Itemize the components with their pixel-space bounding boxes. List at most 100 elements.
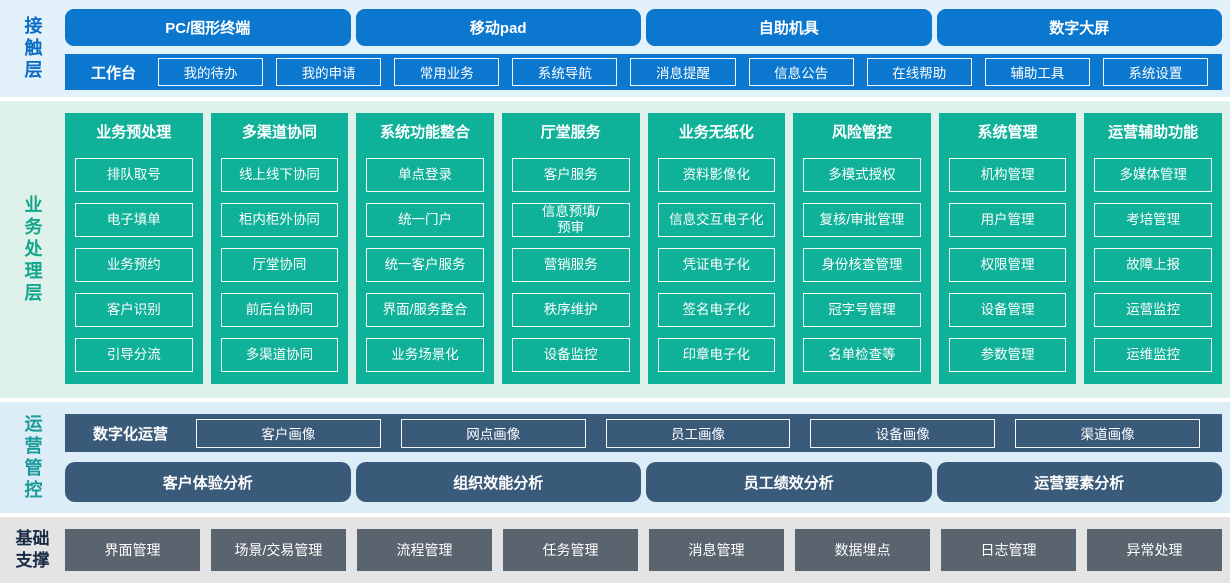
contact-layer-label: 接触层 [22,15,43,82]
business-column-items: 线上线下协同柜内柜外协同厅堂协同前后台协同多渠道协同 [220,158,339,372]
digital-operations-label: 数字化运营 [93,425,169,443]
business-item: 签名电子化 [657,293,776,327]
foundation-item: 消息管理 [649,529,784,571]
terminal-button: 数字大屏 [936,9,1222,46]
business-column-items: 客户服务信息预填/ 预审营销服务秩序维护设备监控 [511,158,630,372]
business-column-title: 业务预处理 [96,124,172,141]
business-item: 用户管理 [948,203,1067,237]
business-column-title: 厅堂服务 [540,124,601,141]
analysis-button: 员工绩效分析 [646,462,932,502]
business-item: 客户服务 [511,158,630,192]
analysis-button: 运营要素分析 [936,462,1222,502]
operations-layer-label: 运营管控 [22,413,43,502]
workbench-item: 常用业务 [394,58,500,86]
business-column-risk-control: 风险管控 多模式授权复核/审批管理身份核查管理冠字号管理名单检查等 [793,113,931,384]
business-item: 业务预约 [75,248,193,282]
workbench-item: 系统导航 [512,58,618,86]
business-layer-label: 业务处理层 [22,194,43,305]
operations-layer-band: 运营管控 数字化运营 客户画像 网点画像 员工画像 设备画像 渠道画像 [0,402,1230,513]
business-item: 故障上报 [1094,248,1212,282]
business-layer-content: 业务预处理 排队取号电子填单业务预约客户识别引导分流 多渠道协同 线上线下协同柜… [65,101,1230,398]
contact-layer-content: PC/图形终端 移动pad 自助机具 数字大屏 工作台 我的待办 我的申请 [65,0,1230,97]
business-column-multi-channel: 多渠道协同 线上线下协同柜内柜外协同厅堂协同前后台协同多渠道协同 [210,113,349,384]
business-column-title: 多渠道协同 [241,124,317,141]
business-item: 引导分流 [75,338,193,372]
business-item: 营销服务 [511,248,630,282]
business-column-title: 风险管控 [831,124,892,141]
business-item: 界面/服务整合 [366,293,484,327]
business-column-pre-processing: 业务预处理 排队取号电子填单业务预约客户识别引导分流 [65,113,203,384]
business-item: 前后台协同 [220,293,339,327]
business-column-items: 资料影像化信息交互电子化凭证电子化签名电子化印章电子化 [657,158,776,372]
foundation-layer-band: 基础支撑 界面管理 场景/交易管理 流程管理 任务管理 消息管理 数据埋点 日志… [0,517,1230,583]
business-item: 排队取号 [75,158,193,192]
business-item: 印章电子化 [657,338,776,372]
business-item: 业务场景化 [366,338,484,372]
business-column-title: 业务无纸化 [678,124,754,141]
foundation-item: 流程管理 [357,529,492,571]
operations-layer-content: 数字化运营 客户画像 网点画像 员工画像 设备画像 渠道画像 [65,402,1230,513]
digital-operations-bar: 数字化运营 客户画像 网点画像 员工画像 设备画像 渠道画像 [65,414,1222,452]
operations-layer-label-column: 运营管控 [0,402,65,513]
foundation-item: 任务管理 [503,529,638,571]
workbench-item: 在线帮助 [866,58,972,86]
business-column-hall-service: 厅堂服务 客户服务信息预填/ 预审营销服务秩序维护设备监控 [501,113,640,384]
business-columns: 业务预处理 排队取号电子填单业务预约客户识别引导分流 多渠道协同 线上线下协同柜… [65,101,1222,384]
foundation-item: 场景/交易管理 [211,529,346,571]
business-item: 运营监控 [1094,293,1212,327]
workbench-item: 我的待办 [158,58,264,86]
business-item: 多渠道协同 [220,338,339,372]
business-item: 多媒体管理 [1094,158,1212,192]
business-column-title: 系统管理 [977,124,1038,141]
profile-item: 设备画像 [810,418,996,448]
terminal-row: PC/图形终端 移动pad 自助机具 数字大屏 [65,0,1222,46]
foundation-item: 数据埋点 [795,529,930,571]
business-column-title: 系统功能整合 [380,124,471,141]
foundation-item: 日志管理 [941,529,1076,571]
workbench-items: 我的待办 我的申请 常用业务 系统导航 消息提醒 信息公告 在线帮助 辅助工具 [158,58,1208,86]
business-item: 客户识别 [75,293,193,327]
terminal-button: PC/图形终端 [65,9,351,46]
workbench-item: 消息提醒 [630,58,736,86]
business-column-items: 多媒体管理考培管理故障上报运营监控运维监控 [1094,158,1212,372]
analysis-button: 组织效能分析 [355,462,641,502]
business-item: 机构管理 [948,158,1067,192]
foundation-items: 界面管理 场景/交易管理 流程管理 任务管理 消息管理 数据埋点 日志管理 异常… [65,517,1222,571]
foundation-layer-label-column: 基础支撑 [0,517,65,583]
analysis-row: 客户体验分析 组织效能分析 员工绩效分析 运营要素分析 [65,462,1222,502]
profile-item: 渠道画像 [1015,418,1200,448]
business-layer-band: 业务处理层 业务预处理 排队取号电子填单业务预约客户识别引导分流 多渠道协同 线… [0,101,1230,398]
business-item: 电子填单 [75,203,193,237]
business-layer-label-column: 业务处理层 [0,101,65,398]
workbench-item: 信息公告 [748,58,854,86]
business-item: 多模式授权 [803,158,921,192]
business-item: 考培管理 [1094,203,1212,237]
business-column-operation-aux: 运营辅助功能 多媒体管理考培管理故障上报运营监控运维监控 [1084,113,1222,384]
business-column-items: 多模式授权复核/审批管理身份核查管理冠字号管理名单检查等 [803,158,921,372]
business-item: 信息预填/ 预审 [511,203,630,237]
business-column-title: 运营辅助功能 [1108,124,1199,141]
business-column-items: 单点登录统一门户统一客户服务界面/服务整合业务场景化 [366,158,484,372]
business-item: 信息交互电子化 [657,203,776,237]
workbench-item: 系统设置 [1102,58,1208,86]
business-column-system-integration: 系统功能整合 单点登录统一门户统一客户服务界面/服务整合业务场景化 [356,113,494,384]
business-item: 柜内柜外协同 [220,203,339,237]
business-item: 冠字号管理 [803,293,921,327]
business-item: 参数管理 [948,338,1067,372]
business-item: 统一客户服务 [366,248,484,282]
business-column-items: 机构管理用户管理权限管理设备管理参数管理 [948,158,1067,372]
profile-item: 网点画像 [400,418,586,448]
foundation-layer-content: 界面管理 场景/交易管理 流程管理 任务管理 消息管理 数据埋点 日志管理 异常… [65,517,1230,583]
profile-item: 员工画像 [605,418,791,448]
business-item: 统一门户 [366,203,484,237]
business-column-paperless: 业务无纸化 资料影像化信息交互电子化凭证电子化签名电子化印章电子化 [647,113,786,384]
profile-item: 客户画像 [196,418,381,448]
terminal-button: 自助机具 [646,9,932,46]
business-item: 厅堂协同 [220,248,339,282]
foundation-item: 界面管理 [65,529,200,571]
contact-layer-band: 接触层 PC/图形终端 移动pad 自助机具 数字大屏 工作台 我的待 [0,0,1230,97]
business-item: 身份核查管理 [803,248,921,282]
digital-operations-items: 客户画像 网点画像 员工画像 设备画像 渠道画像 [196,418,1200,448]
business-item: 单点登录 [366,158,484,192]
business-item: 设备管理 [948,293,1067,327]
